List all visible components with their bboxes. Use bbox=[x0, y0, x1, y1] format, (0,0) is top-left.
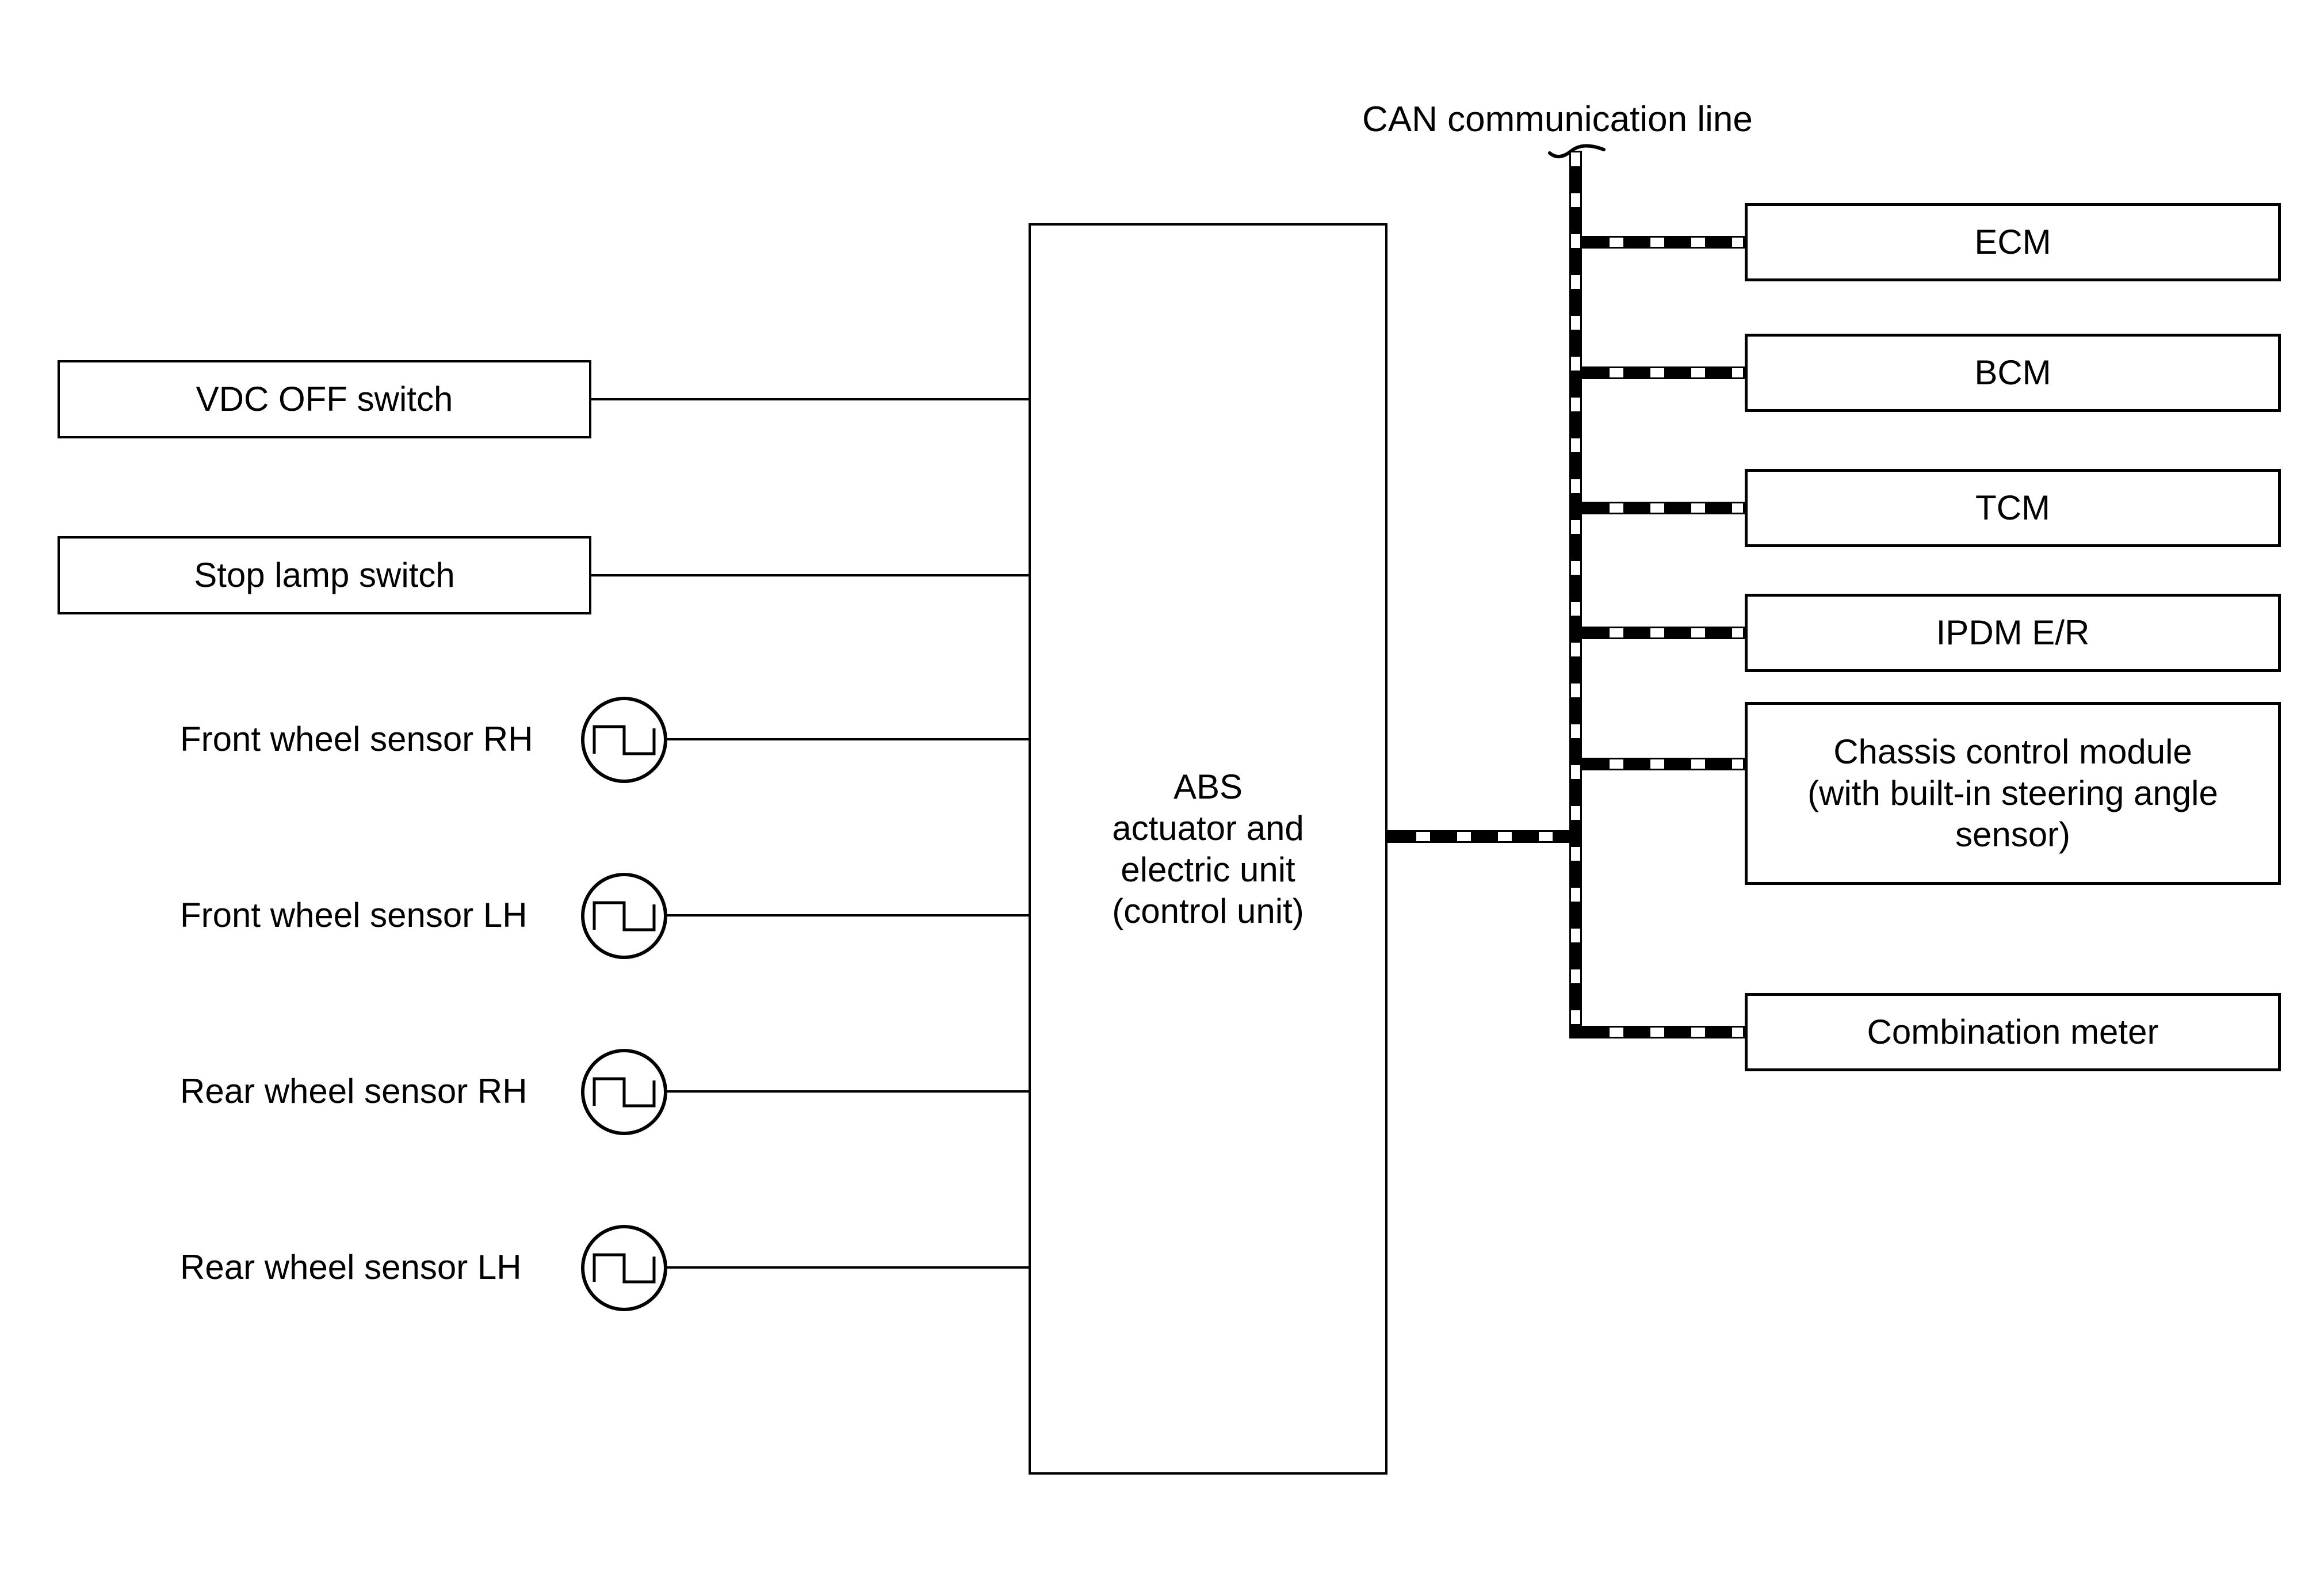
can-branch-ipdm bbox=[1581, 627, 1745, 639]
module-box-tcm: TCM bbox=[1745, 469, 2281, 547]
module-label: IPDM E/R bbox=[1936, 613, 2090, 652]
pulse-sensor-icon bbox=[581, 697, 667, 783]
module-label: TCM bbox=[1975, 488, 2050, 527]
wire-rear-rh-to-abs bbox=[667, 1090, 1029, 1093]
can-branch-bcm bbox=[1581, 366, 1745, 379]
module-label-line: (with built-in steering angle bbox=[1807, 774, 2218, 812]
sensor-label-rear-lh: Rear wheel sensor LH bbox=[180, 1248, 522, 1286]
module-label-line: Chassis control module bbox=[1833, 732, 2192, 771]
module-box-chassis-control: Chassis control module (with built-in st… bbox=[1745, 702, 2281, 885]
sensor-label-front-rh: Front wheel sensor RH bbox=[180, 720, 533, 758]
can-branch-ecm bbox=[1581, 236, 1745, 249]
module-box-combination-meter: Combination meter bbox=[1745, 993, 2281, 1071]
input-box-vdc-off-switch: VDC OFF switch bbox=[58, 360, 591, 438]
module-label-line: sensor) bbox=[1955, 815, 2071, 854]
pulse-sensor-icon bbox=[581, 1225, 667, 1311]
can-branch-combination-meter bbox=[1581, 1026, 1745, 1038]
input-label: Stop lamp switch bbox=[194, 556, 455, 594]
module-box-bcm: BCM bbox=[1745, 334, 2281, 412]
abs-label-line: ABS bbox=[1173, 767, 1243, 806]
wire-rear-lh-to-abs bbox=[667, 1266, 1029, 1269]
module-box-ipdm: IPDM E/R bbox=[1745, 594, 2281, 672]
abs-label-line: (control unit) bbox=[1112, 891, 1304, 930]
sensor-label-front-lh: Front wheel sensor LH bbox=[180, 896, 528, 934]
input-box-stop-lamp-switch: Stop lamp switch bbox=[58, 536, 591, 614]
wire-vdc-to-abs bbox=[591, 398, 1029, 400]
can-line-title: CAN communication line bbox=[1362, 100, 1753, 139]
input-label: VDC OFF switch bbox=[196, 380, 453, 418]
wire-front-rh-to-abs bbox=[667, 738, 1029, 740]
can-stub-abs bbox=[1387, 830, 1570, 843]
wire-stoplamp-to-abs bbox=[591, 574, 1029, 576]
module-label: ECM bbox=[1974, 223, 2051, 261]
can-branch-tcm bbox=[1581, 502, 1745, 514]
abs-label-line: electric unit bbox=[1121, 850, 1295, 889]
module-box-ecm: ECM bbox=[1745, 203, 2281, 281]
can-bus-vertical bbox=[1569, 151, 1582, 1038]
can-branch-chassis bbox=[1581, 758, 1745, 770]
pulse-sensor-icon bbox=[581, 873, 667, 959]
sensor-label-rear-rh: Rear wheel sensor RH bbox=[180, 1072, 528, 1110]
pulse-sensor-icon bbox=[581, 1049, 667, 1135]
wire-front-lh-to-abs bbox=[667, 914, 1029, 917]
abs-label-line: actuator and bbox=[1112, 808, 1304, 847]
module-label: BCM bbox=[1974, 353, 2051, 392]
abs-control-unit-box: ABS actuator and electric unit (control … bbox=[1029, 223, 1387, 1475]
module-label: Combination meter bbox=[1867, 1013, 2159, 1051]
